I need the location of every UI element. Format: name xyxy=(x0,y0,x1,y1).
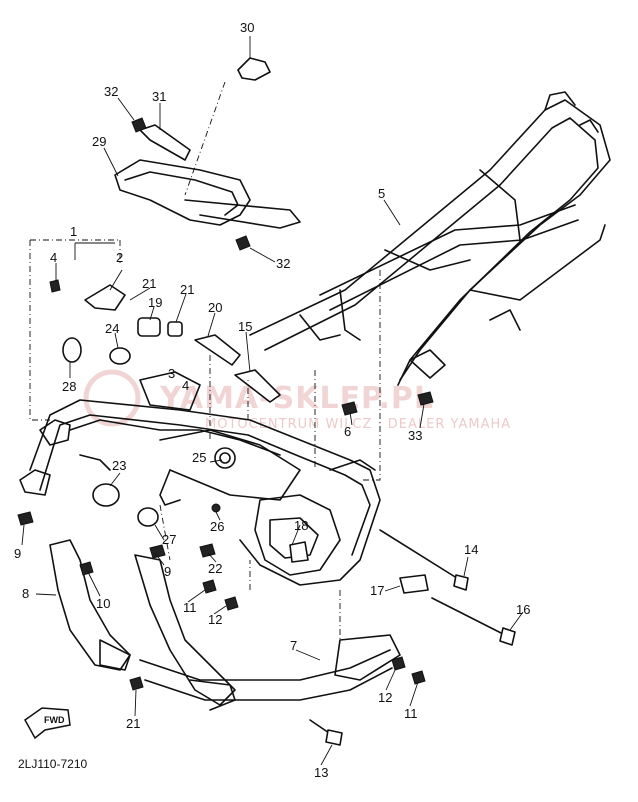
callout-15: 15 xyxy=(238,319,252,334)
callout-9: 9 xyxy=(164,564,171,579)
reference-lines xyxy=(29,81,381,640)
callout-1: 1 xyxy=(70,224,77,239)
callout-6: 6 xyxy=(344,424,351,439)
watermark-sub: MOTOCENTRUM WILCZ · DEALER YAMAHA xyxy=(205,417,511,432)
leader-lines xyxy=(21,36,524,766)
callout-12: 12 xyxy=(378,690,392,705)
callout-3: 3 xyxy=(168,366,175,381)
callout-26: 26 xyxy=(210,519,224,534)
callout-2: 2 xyxy=(116,250,123,265)
long-bolts xyxy=(309,529,516,746)
callout-24: 24 xyxy=(105,321,119,336)
callout-14: 14 xyxy=(464,542,478,557)
callout-21: 21 xyxy=(126,716,140,731)
callout-28: 28 xyxy=(62,379,76,394)
callout-11: 11 xyxy=(404,706,418,721)
callout-29: 29 xyxy=(92,134,106,149)
callout-33: 33 xyxy=(408,428,422,443)
callout-21: 21 xyxy=(142,276,156,291)
diagram-code: 2LJ110-7210 xyxy=(18,757,87,771)
small-parts xyxy=(17,279,434,594)
callout-16: 16 xyxy=(516,602,530,617)
callout-10: 10 xyxy=(96,596,110,611)
rear-bracket xyxy=(114,57,301,251)
callout-32: 32 xyxy=(104,84,118,99)
callout-17: 17 xyxy=(370,583,384,598)
callout-31: 31 xyxy=(152,89,166,104)
callout-19: 19 xyxy=(148,295,162,310)
callout-18: 18 xyxy=(294,518,308,533)
callout-22: 22 xyxy=(208,561,222,576)
callout-5: 5 xyxy=(378,186,385,201)
callout-30: 30 xyxy=(240,20,254,35)
callout-12: 12 xyxy=(208,612,222,627)
rear-subframe xyxy=(249,91,611,386)
callout-21: 21 xyxy=(180,282,194,297)
callout-13: 13 xyxy=(314,765,328,780)
callout-8: 8 xyxy=(22,586,29,601)
callout-25: 25 xyxy=(192,450,206,465)
watermark-main: YAMA-SKLEP.PL xyxy=(159,381,434,416)
callout-4: 4 xyxy=(182,378,189,393)
callout-4: 4 xyxy=(50,250,57,265)
forward-direction-arrow: FWD xyxy=(24,707,71,740)
callout-27: 27 xyxy=(162,532,176,547)
callout-11: 11 xyxy=(183,600,197,615)
main-frame xyxy=(19,399,381,586)
fwd-label: FWD xyxy=(44,715,65,725)
callout-7: 7 xyxy=(290,638,297,653)
engine-mount-brackets xyxy=(49,539,426,711)
callout-23: 23 xyxy=(112,458,126,473)
callout-32: 32 xyxy=(276,256,290,271)
watermark: YAMA-SKLEP.PL MOTOCENTRUM WILCZ · DEALER… xyxy=(83,369,511,432)
callout-9: 9 xyxy=(14,546,21,561)
callout-labels: 30 32 31 29 5 32 1 4 2 21 19 21 20 15 24… xyxy=(14,20,530,780)
callout-20: 20 xyxy=(208,300,222,315)
